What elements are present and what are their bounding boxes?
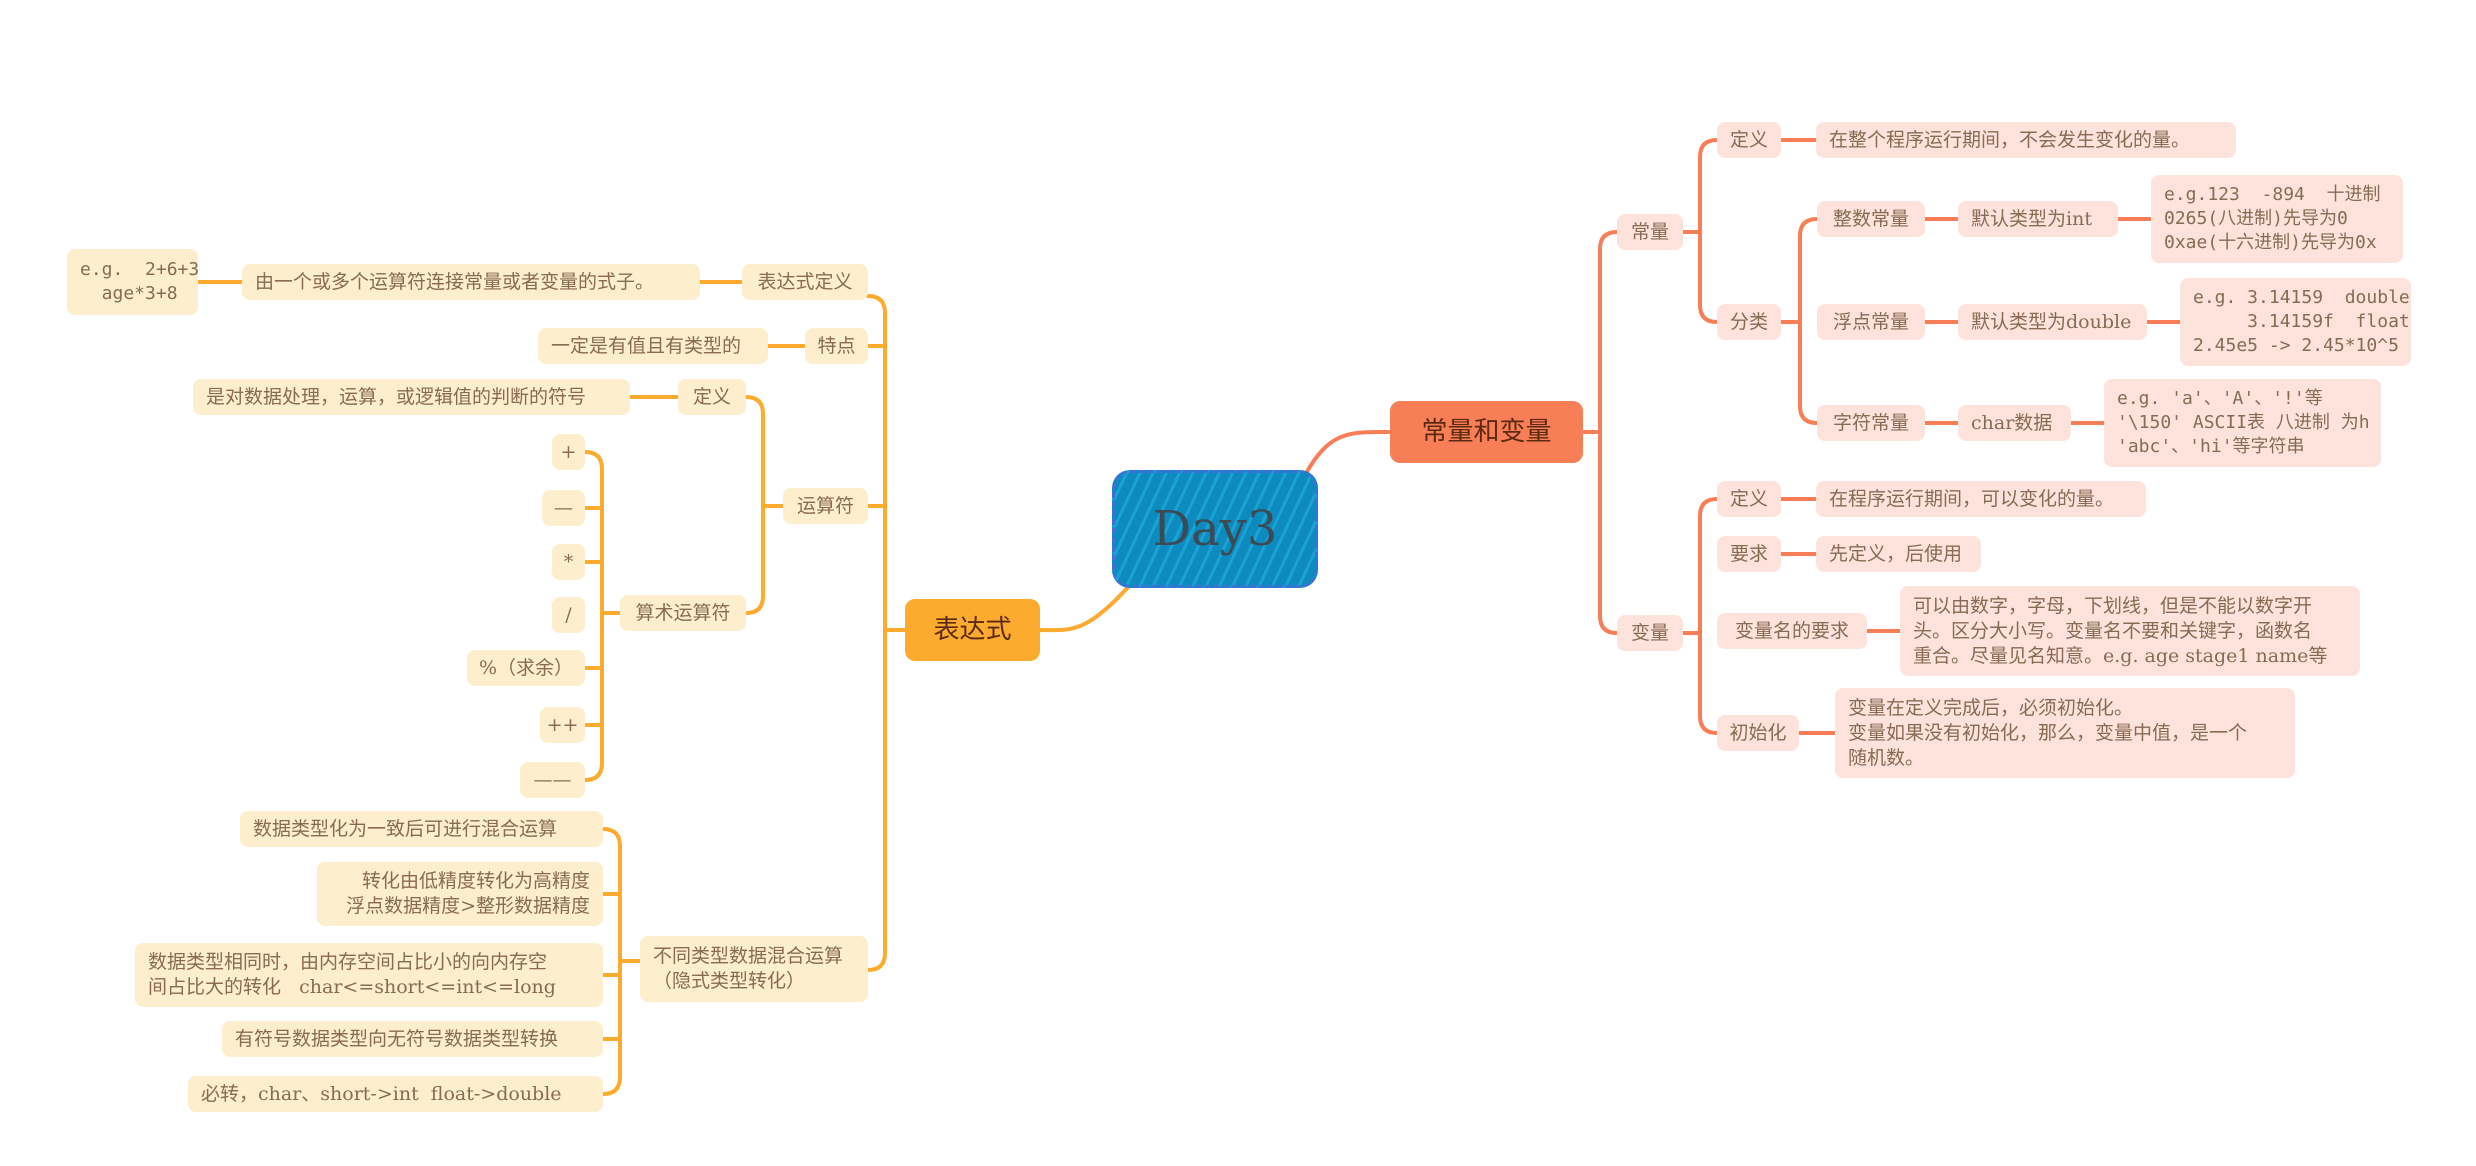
- char-default-type[interactable]: char数据: [1958, 405, 2071, 441]
- mixed-item-4[interactable]: 有符号数据类型向无符号数据类型转换: [222, 1021, 603, 1057]
- operator-def-topic[interactable]: 定义: [678, 379, 746, 415]
- op-multiply[interactable]: *: [552, 544, 585, 580]
- mixed-type-topic[interactable]: 不同类型数据混合运算 （隐式类型转化）: [640, 936, 868, 1002]
- variable-def-desc[interactable]: 在程序运行期间，可以变化的量。: [1816, 481, 2146, 517]
- op-increment[interactable]: ++: [540, 707, 585, 743]
- variable-req-topic[interactable]: 要求: [1717, 536, 1781, 572]
- char-constant-topic[interactable]: 字符常量: [1817, 405, 1925, 441]
- central-topic-label: Day3: [1152, 501, 1278, 557]
- variable-init-desc[interactable]: 变量在定义完成后，必须初始化。 变量如果没有初始化，那么，变量中值，是一个 随机…: [1835, 688, 2295, 778]
- topic-constants-variables-label: 常量和变量: [1421, 416, 1552, 447]
- variable-name-desc[interactable]: 可以由数字，字母，下划线，但是不能以数字开 头。区分大小写。变量名不要和关键字，…: [1900, 586, 2360, 676]
- expr-def-topic[interactable]: 表达式定义: [742, 264, 868, 300]
- variable-name-topic[interactable]: 变量名的要求: [1717, 613, 1867, 649]
- constant-def-desc[interactable]: 在整个程序运行期间，不会发生变化的量。: [1816, 122, 2236, 158]
- char-constant-example[interactable]: e.g. 'a'、'A'、'!'等 '\150' ASCII表 八进制 为h '…: [2104, 379, 2381, 467]
- operator-def-desc[interactable]: 是对数据处理，运算，或逻辑值的判断的符号: [193, 379, 630, 415]
- op-minus[interactable]: —: [542, 490, 585, 526]
- expr-def-example[interactable]: e.g. 2+6+3 age*3+8: [67, 249, 199, 315]
- topic-expression[interactable]: 表达式: [905, 599, 1040, 661]
- variable-init-topic[interactable]: 初始化: [1717, 715, 1799, 751]
- variable-def-topic[interactable]: 定义: [1717, 481, 1781, 517]
- central-topic[interactable]: Day3: [1112, 470, 1318, 588]
- int-constant-example[interactable]: e.g.123 -894 十进制 0265(八进制)先导为0 0xae(十六进制…: [2151, 175, 2403, 263]
- op-divide[interactable]: /: [552, 597, 585, 633]
- arith-operator-topic[interactable]: 算术运算符: [620, 595, 746, 631]
- op-decrement[interactable]: ——: [520, 762, 585, 798]
- float-default-type[interactable]: 默认类型为double: [1958, 304, 2147, 340]
- mixed-item-2[interactable]: 转化由低精度转化为高精度 浮点数据精度>整形数据精度: [317, 862, 603, 926]
- mixed-item-1[interactable]: 数据类型化为一致后可进行混合运算: [240, 811, 603, 847]
- variable-topic[interactable]: 变量: [1617, 615, 1683, 651]
- expr-def-desc[interactable]: 由一个或多个运算符连接常量或者变量的式子。: [242, 264, 700, 300]
- feature-desc[interactable]: 一定是有值且有类型的: [538, 328, 768, 364]
- int-default-type[interactable]: 默认类型为int: [1958, 201, 2118, 237]
- operator-topic[interactable]: 运算符: [783, 488, 868, 524]
- int-constant-topic[interactable]: 整数常量: [1817, 201, 1925, 237]
- float-constant-topic[interactable]: 浮点常量: [1817, 304, 1925, 340]
- op-modulo[interactable]: %（求余）: [467, 650, 585, 686]
- op-plus[interactable]: +: [552, 434, 585, 470]
- mixed-item-5[interactable]: 必转，char、short->int float->double: [188, 1076, 603, 1112]
- constant-topic[interactable]: 常量: [1617, 214, 1683, 250]
- float-constant-example[interactable]: e.g. 3.14159 double 3.14159f float 2.45e…: [2180, 278, 2411, 366]
- topic-constants-variables[interactable]: 常量和变量: [1390, 401, 1583, 463]
- variable-req-desc[interactable]: 先定义，后使用: [1816, 536, 1981, 572]
- topic-expression-label: 表达式: [933, 614, 1012, 645]
- constant-class-topic[interactable]: 分类: [1717, 304, 1781, 340]
- constant-def-topic[interactable]: 定义: [1717, 122, 1781, 158]
- feature-topic[interactable]: 特点: [805, 328, 868, 364]
- mixed-item-3[interactable]: 数据类型相同时，由内存空间占比小的向内存空 间占比大的转化 char<=shor…: [135, 943, 603, 1007]
